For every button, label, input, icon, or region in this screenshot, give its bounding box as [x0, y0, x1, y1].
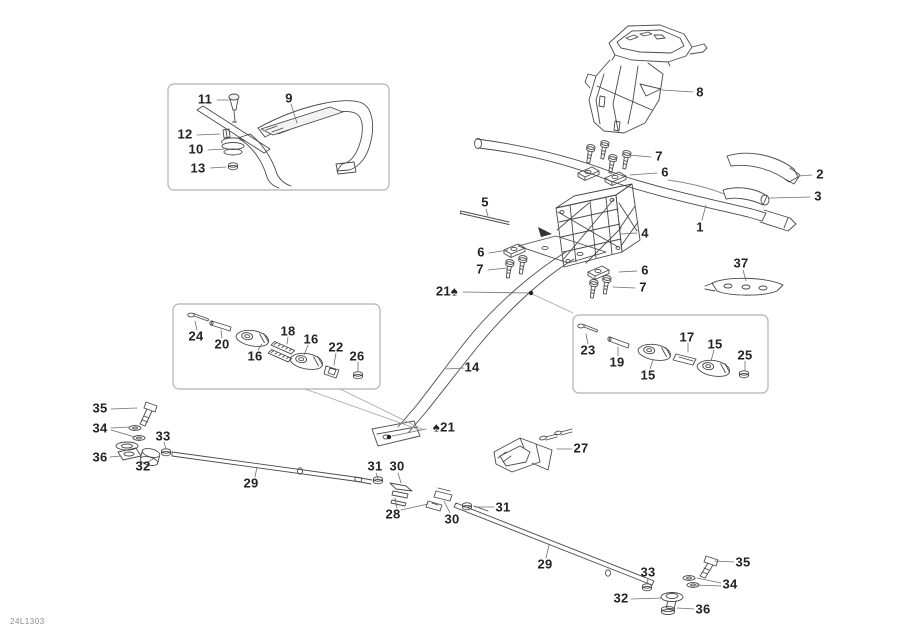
callout-20: 20: [214, 336, 230, 352]
callout-33: 33: [155, 428, 171, 444]
callout-18: 18: [280, 323, 296, 339]
callout-2: 2: [816, 166, 824, 182]
callout-30: 30: [444, 511, 460, 527]
callout-27: 27: [573, 440, 589, 456]
callout-14: 14: [464, 359, 480, 375]
callout-17: 17: [679, 329, 695, 345]
left-arm-hardware: [115, 401, 171, 466]
callout-32: 32: [135, 458, 151, 474]
callout-6: 6: [477, 244, 485, 260]
gauge-pod: [584, 24, 708, 134]
callout-6: 6: [661, 164, 669, 180]
callout-29: 29: [243, 475, 259, 491]
callout-35: 35: [92, 400, 108, 416]
callout-29: 29: [537, 556, 553, 572]
handlebar: [474, 138, 797, 232]
column-support-bracket: [493, 428, 573, 473]
callout-25: 25: [737, 347, 753, 363]
callout-7: 7: [639, 279, 647, 295]
figure-code: 24L1303: [10, 617, 45, 626]
callout-8: 8: [696, 84, 704, 100]
callout-28: 28: [385, 506, 401, 522]
callout-22: 22: [328, 339, 344, 355]
callout-32: 32: [613, 590, 629, 606]
pin-and-arrow: [460, 210, 552, 237]
callout-33: 33: [640, 564, 656, 580]
callout-36: 36: [695, 601, 711, 617]
callout-31: 31: [495, 499, 511, 515]
grease-point-dots: [386, 290, 534, 440]
callout-9: 9: [285, 90, 293, 106]
grab-handle-assembly: [196, 93, 374, 189]
callout-5: 5: [481, 194, 489, 210]
callout-31: 31: [367, 458, 383, 474]
callout-7: 7: [655, 148, 663, 164]
center-linkage: [354, 476, 472, 512]
tie-rod-end-left-detail: [187, 312, 363, 380]
callout-11: 11: [197, 91, 213, 107]
callout-34: 34: [722, 576, 738, 592]
callout-3: 3: [814, 188, 822, 204]
callout-16: 16: [247, 348, 263, 364]
callout-1: 1: [696, 219, 704, 235]
riser-block: [517, 183, 641, 268]
callout-15: 15: [707, 336, 723, 352]
tie-rod-left: [171, 451, 363, 483]
tie-rod-end-right-detail: [577, 323, 749, 379]
tie-rod-right: [453, 502, 655, 586]
callout-12: 12: [177, 126, 193, 142]
callout-leader-lines: [109, 89, 813, 610]
callout-23: 23: [580, 342, 596, 358]
callout-21: 21♠: [435, 283, 459, 299]
riser-clamps-and-bolts: [503, 139, 633, 299]
callout-37: 37: [733, 255, 749, 271]
inset-box-grab-handle: [167, 83, 390, 191]
grip-parts: [722, 152, 801, 206]
callout-34: 34: [92, 420, 108, 436]
inset-box-tie-rod-left: [172, 303, 381, 390]
callout-6: 6: [641, 262, 649, 278]
callout-7: 7: [476, 261, 484, 277]
callout-13: 13: [190, 160, 206, 176]
callout-36: 36: [92, 449, 108, 465]
callout-15: 15: [640, 367, 656, 383]
callout-16: 16: [303, 331, 319, 347]
callout-35: 35: [735, 554, 751, 570]
right-arm-hardware: [642, 555, 719, 616]
callout-21: ♠21: [432, 419, 456, 435]
callout-19: 19: [609, 354, 625, 370]
callout-26: 26: [349, 348, 365, 364]
inset-pointer-lines: [304, 291, 574, 431]
callout-30: 30: [389, 458, 405, 474]
callout-24: 24: [188, 328, 204, 344]
callout-4: 4: [641, 225, 649, 241]
callout-10: 10: [188, 141, 204, 157]
adjuster-bracket: [704, 277, 784, 296]
steering-column: [371, 251, 575, 447]
inset-box-tie-rod-right: [572, 314, 769, 394]
